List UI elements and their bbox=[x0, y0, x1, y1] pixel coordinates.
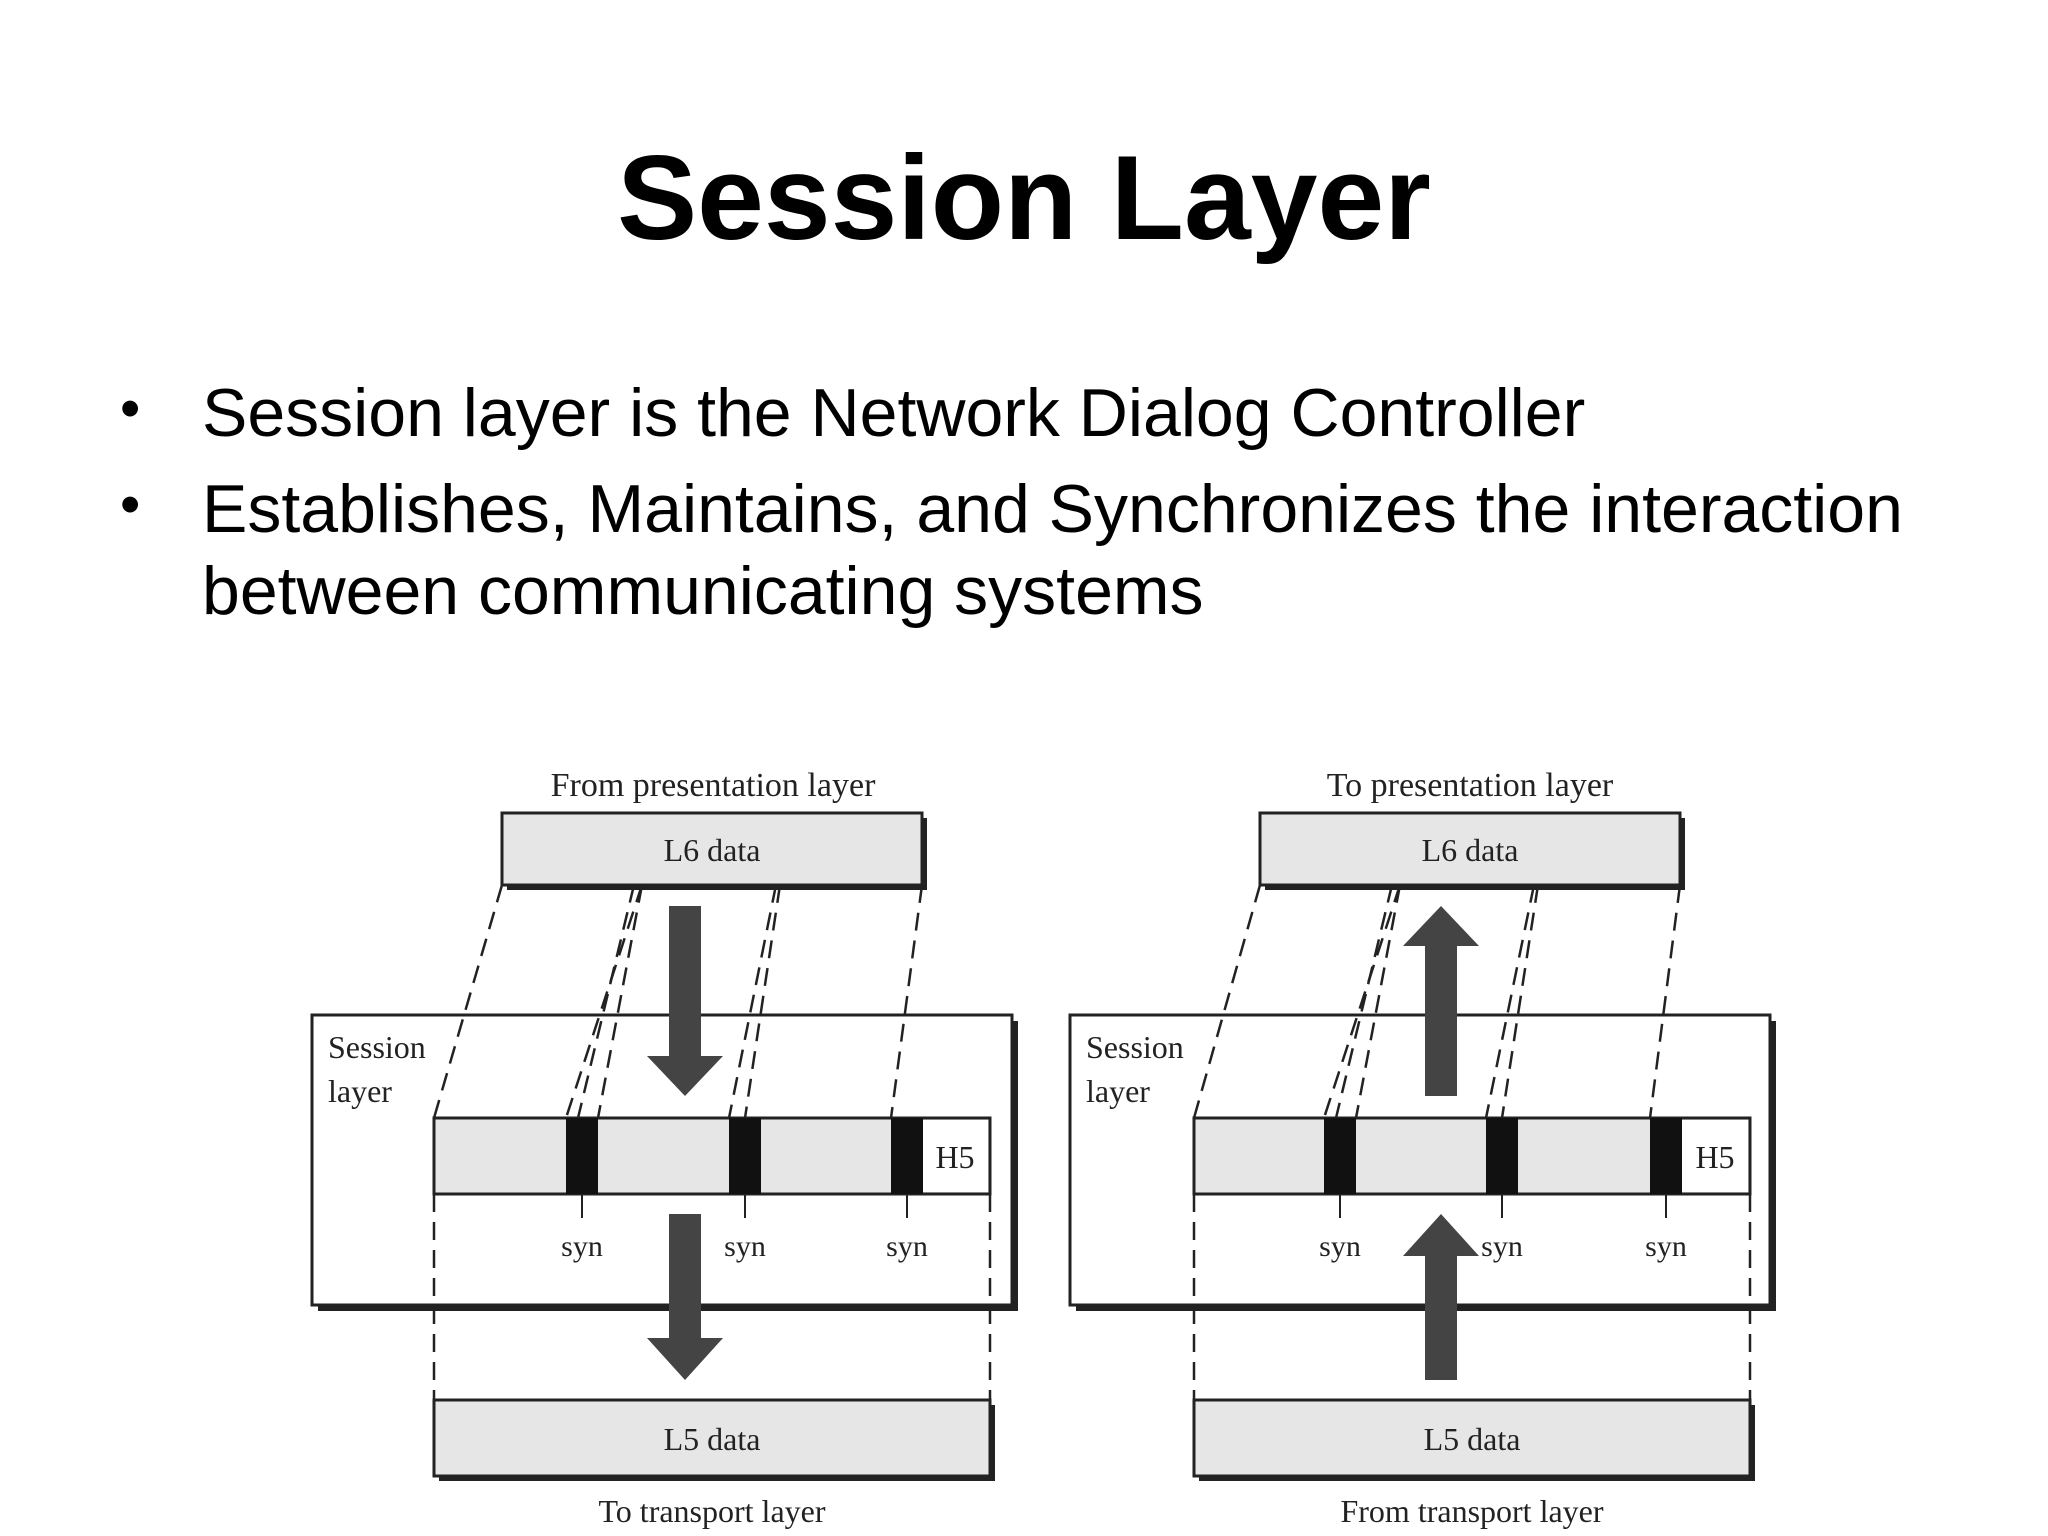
sender-sync-block bbox=[566, 1118, 598, 1194]
receiver-sync-label: syn bbox=[1645, 1230, 1687, 1263]
sender-lower-box bbox=[432, 1398, 992, 1478]
receiver-upper-box-label: L6 data bbox=[1422, 832, 1519, 868]
receiver-layer-label-line2: layer bbox=[1086, 1073, 1150, 1109]
sender-header-label: H5 bbox=[935, 1139, 974, 1175]
sender-sync-label: syn bbox=[886, 1230, 928, 1263]
bullet-dot-icon: • bbox=[120, 472, 141, 537]
bullet-item: • Establishes, Maintains, and Synchroniz… bbox=[114, 468, 1974, 632]
up-arrow-icon bbox=[1403, 1214, 1479, 1380]
receiver-sync-label: syn bbox=[1319, 1230, 1361, 1263]
receiver-sync-label: syn bbox=[1481, 1230, 1523, 1263]
receiver-panel: To presentation layer L6 data Session la… bbox=[1068, 767, 1776, 1529]
sender-upper-box-label: L6 data bbox=[664, 832, 761, 868]
bullet-dot-icon: • bbox=[120, 376, 141, 441]
bullet-text: Session layer is the Network Dialog Cont… bbox=[202, 375, 1586, 451]
up-arrow-icon bbox=[1403, 906, 1479, 1096]
bullet-list: • Session layer is the Network Dialog Co… bbox=[114, 372, 1974, 646]
bullet-item: • Session layer is the Network Dialog Co… bbox=[114, 372, 1974, 454]
receiver-layer-label-line1: Session bbox=[1086, 1029, 1184, 1065]
bullet-text: Establishes, Maintains, and Synchronizes… bbox=[202, 471, 1903, 629]
sender-layer-label-line1: Session bbox=[328, 1029, 426, 1065]
sender-layer-label-line2: layer bbox=[328, 1073, 392, 1109]
receiver-sync-block bbox=[1324, 1118, 1356, 1194]
session-layer-diagram: From presentation layer L6 data Session … bbox=[310, 767, 1776, 1529]
sender-lower-box-label: L5 data bbox=[664, 1421, 761, 1457]
sender-top-caption: From presentation layer bbox=[551, 767, 876, 804]
receiver-upper-box bbox=[1258, 811, 1682, 887]
down-arrow-icon bbox=[647, 1214, 723, 1380]
receiver-sync-block bbox=[1486, 1118, 1518, 1194]
down-arrow-icon bbox=[647, 906, 723, 1096]
receiver-top-caption: To presentation layer bbox=[1327, 767, 1614, 804]
sender-sync-label: syn bbox=[561, 1230, 603, 1263]
slide-title: Session Layer bbox=[617, 131, 1431, 265]
sender-sync-block bbox=[891, 1118, 923, 1194]
sender-sync-block bbox=[729, 1118, 761, 1194]
sender-panel: From presentation layer L6 data Session … bbox=[310, 767, 1018, 1529]
receiver-lower-box-label: L5 data bbox=[1424, 1421, 1521, 1457]
receiver-header-label: H5 bbox=[1695, 1139, 1734, 1175]
receiver-header-cell bbox=[1682, 1120, 1748, 1192]
receiver-lower-box bbox=[1192, 1398, 1752, 1478]
sender-sync-label: syn bbox=[724, 1230, 766, 1263]
sender-header-cell bbox=[923, 1120, 988, 1192]
sender-upper-box bbox=[500, 811, 924, 887]
sender-bottom-caption: To transport layer bbox=[598, 1493, 825, 1529]
receiver-bottom-caption: From transport layer bbox=[1340, 1493, 1603, 1529]
receiver-sync-block bbox=[1650, 1118, 1682, 1194]
